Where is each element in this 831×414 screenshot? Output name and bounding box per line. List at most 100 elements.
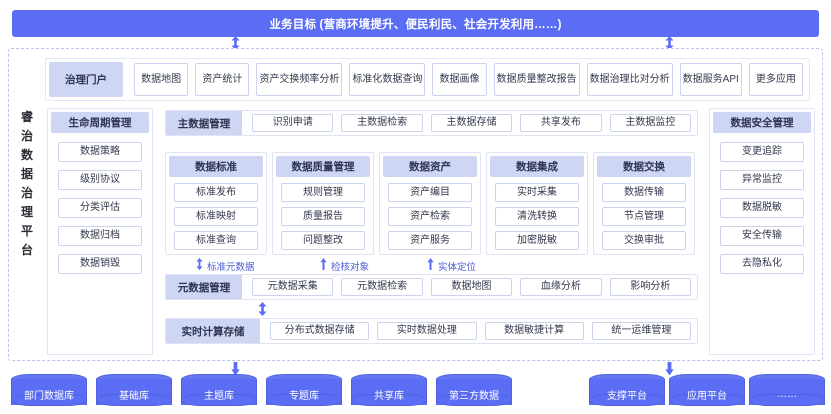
data-exchange-item-node-management[interactable]: 节点管理 xyxy=(602,207,686,226)
platform-cylinder-application[interactable]: 应用平台 xyxy=(669,374,745,410)
double-arrow-icon xyxy=(196,258,203,273)
cylinder-bottom xyxy=(749,394,825,406)
lifecycle-panel-body: 数据策略 级别协议 分类评估 数据归档 数据销毁 xyxy=(48,133,152,282)
master-data-item-retrieval[interactable]: 主数据检索 xyxy=(341,114,423,132)
nav-item-asset-exchange-frequency[interactable]: 资产交换频率分析 xyxy=(256,63,343,96)
cylinder-label: 共享库 xyxy=(374,390,404,402)
data-exchange-panel-title: 数据交换 xyxy=(597,156,691,177)
business-goal-banner: 业务目标 (营商环境提升、便民利民、社会开发利用……) xyxy=(12,10,819,37)
master-data-item-identification-request[interactable]: 识别申请 xyxy=(252,114,334,132)
master-data-item-share-publish[interactable]: 共享发布 xyxy=(520,114,602,132)
cylinder-label: 部门数据库 xyxy=(24,390,74,402)
security-item-anomaly-monitoring[interactable]: 异常监控 xyxy=(720,170,804,190)
brand-char-2: 数 xyxy=(20,148,33,162)
data-standard-panel-title: 数据标准 xyxy=(169,156,263,177)
cylinder-bottom xyxy=(351,394,427,406)
data-standard-panel: 数据标准 标准发布 标准映射 标准查询 xyxy=(165,152,267,255)
security-item-change-tracking[interactable]: 变更追踪 xyxy=(720,142,804,162)
data-integration-item-cleansing-transform[interactable]: 清洗转换 xyxy=(495,207,579,226)
data-standard-item-publish[interactable]: 标准发布 xyxy=(174,183,258,202)
nav-item-governance-comparison[interactable]: 数据治理比对分析 xyxy=(586,63,673,96)
nav-item-asset-statistics[interactable]: 资产统计 xyxy=(195,63,250,96)
data-integration-panel-body: 实时采集 清洗转换 加密脱敏 xyxy=(487,177,587,256)
data-asset-item-cataloging[interactable]: 资产编目 xyxy=(388,183,472,202)
security-item-data-masking[interactable]: 数据脱敏 xyxy=(720,198,804,218)
metadata-bar-title: 元数据管理 xyxy=(166,275,242,299)
master-data-bar-title: 主数据管理 xyxy=(166,111,242,135)
data-exchange-item-transmission[interactable]: 数据传输 xyxy=(602,183,686,202)
data-integration-item-encryption-masking[interactable]: 加密脱敏 xyxy=(495,231,579,250)
data-quality-item-issue-rectification[interactable]: 问题整改 xyxy=(281,231,365,250)
data-standard-item-mapping[interactable]: 标准映射 xyxy=(174,207,258,226)
cylinder-label: 主题库 xyxy=(204,390,234,402)
brand-char-6: 平 xyxy=(20,224,33,238)
metadata-item-lineage-analysis[interactable]: 血缘分析 xyxy=(520,278,602,296)
data-quality-management-panel: 数据质量管理 规则管理 质量报告 问题整改 xyxy=(272,152,374,255)
flow-label-entity-location: 实体定位 xyxy=(427,258,476,273)
nav-item-quality-report[interactable]: 数据质量整改报告 xyxy=(493,63,580,96)
data-standard-item-query[interactable]: 标准查询 xyxy=(174,231,258,250)
data-quality-panel-body: 规则管理 质量报告 问题整改 xyxy=(273,177,373,256)
security-item-secure-transfer[interactable]: 安全传输 xyxy=(720,226,804,246)
data-exchange-panel: 数据交换 数据传输 节点管理 交换审批 xyxy=(593,152,695,255)
lifecycle-item-classification-assessment[interactable]: 分类评估 xyxy=(58,198,142,218)
data-security-management-panel: 数据安全管理 变更追踪 异常监控 数据脱敏 安全传输 去隐私化 xyxy=(709,108,815,355)
realtime-item-unified-ops[interactable]: 统一运维管理 xyxy=(591,322,691,340)
metadata-item-impact-analysis[interactable]: 影响分析 xyxy=(609,278,692,296)
data-source-cylinder-third-party[interactable]: 第三方数据 xyxy=(436,374,512,410)
metadata-bar-items: 元数据采集 元数据检索 数据地图 血缘分析 影响分析 xyxy=(242,275,697,299)
data-asset-item-retrieval[interactable]: 资产检索 xyxy=(388,207,472,226)
cylinder-label: 支撑平台 xyxy=(607,390,647,402)
nav-item-data-profile[interactable]: 数据画像 xyxy=(432,63,487,96)
data-asset-panel-title: 数据资产 xyxy=(383,156,477,177)
data-source-cylinder-shared-db[interactable]: 共享库 xyxy=(351,374,427,410)
nav-item-more-apps[interactable]: 更多应用 xyxy=(748,63,803,96)
master-data-management-bar: 主数据管理 识别申请 主数据检索 主数据存储 共享发布 主数据监控 xyxy=(165,110,698,136)
data-source-cylinder-basic-db[interactable]: 基础库 xyxy=(96,374,172,410)
brand-char-0: 睿 xyxy=(20,110,33,124)
business-goal-text: 业务目标 (营商环境提升、便民利民、社会开发利用……) xyxy=(269,18,562,31)
lifecycle-item-level-agreement[interactable]: 级别协议 xyxy=(58,170,142,190)
metadata-item-collection[interactable]: 元数据采集 xyxy=(252,278,334,296)
data-exchange-item-approval[interactable]: 交换审批 xyxy=(602,231,686,250)
metadata-item-retrieval[interactable]: 元数据检索 xyxy=(341,278,423,296)
lifecycle-panel-title: 生命周期管理 xyxy=(51,112,149,133)
cylinder-bottom xyxy=(266,394,342,406)
data-quality-item-quality-report[interactable]: 质量报告 xyxy=(281,207,365,226)
brand-char-4: 治 xyxy=(20,186,33,200)
data-integration-panel-title: 数据集成 xyxy=(490,156,584,177)
cylinder-label: …… xyxy=(777,388,797,400)
realtime-item-distributed-storage[interactable]: 分布式数据存储 xyxy=(270,322,370,340)
realtime-item-realtime-processing[interactable]: 实时数据处理 xyxy=(377,322,477,340)
flow-label-text-2: 实体定位 xyxy=(438,261,477,273)
master-data-item-storage[interactable]: 主数据存储 xyxy=(430,114,513,132)
realtime-item-agile-computing[interactable]: 数据敏捷计算 xyxy=(484,322,584,340)
up-arrow-icon-2 xyxy=(427,258,434,273)
data-source-cylinder-theme-db[interactable]: 主题库 xyxy=(181,374,257,410)
platform-cylinder-support[interactable]: 支撑平台 xyxy=(589,374,665,410)
up-down-arrow-icon-middle xyxy=(258,302,267,316)
cylinder-bottom xyxy=(589,394,665,406)
lifecycle-item-data-destruction[interactable]: 数据销毁 xyxy=(58,254,142,274)
metadata-item-data-map[interactable]: 数据地图 xyxy=(430,278,513,296)
up-down-arrow-icon-left xyxy=(231,36,240,50)
data-integration-panel: 数据集成 实时采集 清洗转换 加密脱敏 xyxy=(486,152,588,255)
data-quality-item-rule-management[interactable]: 规则管理 xyxy=(281,183,365,202)
data-source-cylinder-dept-db[interactable]: 部门数据库 xyxy=(11,374,87,410)
governance-portal-nav: 治理门户 数据地图 资产统计 资产交换频率分析 标准化数据查询 数据画像 数据质… xyxy=(45,58,810,101)
data-asset-item-service[interactable]: 资产服务 xyxy=(388,231,472,250)
data-integration-item-realtime-collection[interactable]: 实时采集 xyxy=(495,183,579,202)
realtime-bar-title: 实时计算存储 xyxy=(166,319,260,343)
nav-item-data-map[interactable]: 数据地图 xyxy=(134,63,189,96)
lifecycle-item-data-archiving[interactable]: 数据归档 xyxy=(58,226,142,246)
flow-label-text-0: 标准元数据 xyxy=(207,261,255,273)
security-item-deprivatization[interactable]: 去隐私化 xyxy=(720,254,804,274)
platform-cylinder-more[interactable]: …… xyxy=(749,374,825,410)
flow-label-standard-metadata: 标准元数据 xyxy=(196,258,255,273)
data-source-cylinder-topic-db[interactable]: 专题库 xyxy=(266,374,342,410)
lifecycle-item-data-policy[interactable]: 数据策略 xyxy=(58,142,142,162)
data-standard-panel-body: 标准发布 标准映射 标准查询 xyxy=(166,177,266,256)
master-data-item-monitoring[interactable]: 主数据监控 xyxy=(609,114,692,132)
nav-item-standardized-query[interactable]: 标准化数据查询 xyxy=(349,63,426,96)
